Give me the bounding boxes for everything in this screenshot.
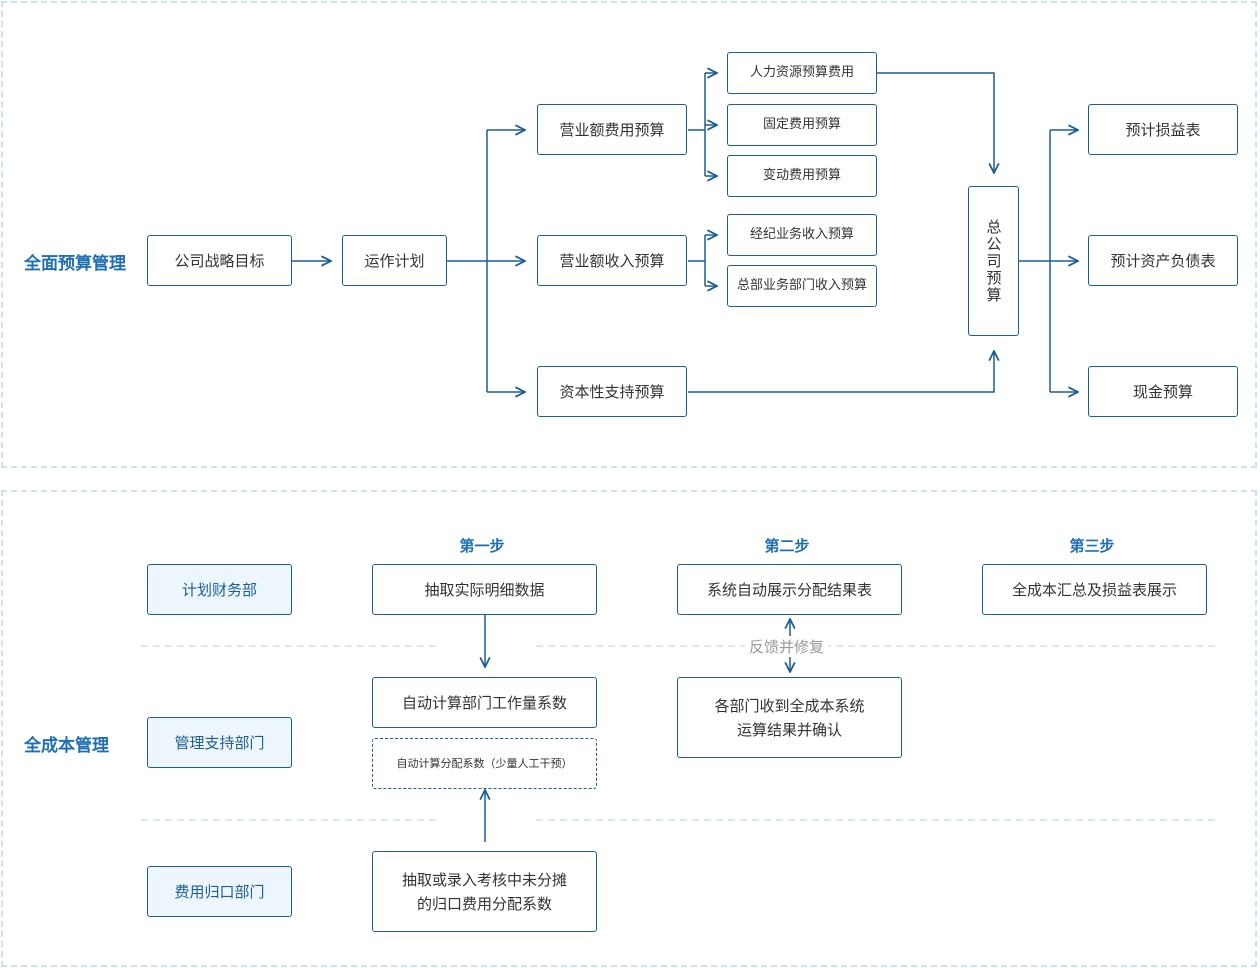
brokerage-budget-box: 经纪业务收入预算 — [727, 214, 877, 256]
extract-coef-box: 抽取或录入考核中未分摊 的归口费用分配系数 — [372, 851, 597, 932]
step-3-label: 第三步 — [1069, 537, 1115, 555]
auto-workload-box: 自动计算部门工作量系数 — [372, 677, 597, 728]
dept-expense-box: 费用归口部门 — [147, 866, 292, 917]
dept-support-box: 管理支持部门 — [147, 717, 292, 768]
variable-budget-box: 变动费用预算 — [727, 155, 877, 197]
step-2-label: 第二步 — [764, 537, 810, 555]
cost-panel — [1, 490, 1257, 967]
step-1-label: 第一步 — [459, 537, 505, 555]
capital-budget-box: 资本性支持预算 — [537, 366, 687, 417]
feedback-label: 反馈并修复 — [745, 636, 829, 657]
cost-section-title: 全成本管理 — [24, 736, 109, 756]
hq-budget-box: 总部业务部门收入预算 — [727, 265, 877, 307]
bs-forecast-box: 预计资产负债表 — [1088, 235, 1238, 286]
auto-alloc-box: 自动计算分配系数（少量人工干预） — [372, 738, 597, 789]
budget-panel — [1, 1, 1257, 468]
dept-confirm-box: 各部门收到全成本系统 运算结果并确认 — [677, 677, 902, 758]
dept-finance-box: 计划财务部 — [147, 564, 292, 615]
dept-confirm-line1: 各部门收到全成本系统 — [714, 696, 865, 715]
dept-confirm-line2: 运算结果并确认 — [736, 720, 842, 739]
revenue-income-budget-box: 营业额收入预算 — [537, 235, 687, 286]
fixed-budget-box: 固定费用预算 — [727, 104, 877, 146]
operation-plan-box: 运作计划 — [342, 235, 447, 286]
revenue-expense-budget-box: 营业额费用预算 — [537, 104, 687, 155]
strategy-goal-box: 公司战略目标 — [147, 235, 292, 286]
extract-coef-line2: 的归口费用分配系数 — [416, 894, 552, 913]
pl-forecast-box: 预计损益表 — [1088, 104, 1238, 155]
system-show-box: 系统自动展示分配结果表 — [677, 564, 902, 615]
summary-box: 全成本汇总及损益表展示 — [982, 564, 1207, 615]
hr-budget-box: 人力资源预算费用 — [727, 52, 877, 94]
extract-data-box: 抽取实际明细数据 — [372, 564, 597, 615]
cash-budget-box: 现金预算 — [1088, 366, 1238, 417]
company-budget-box: 总公司预算 — [968, 186, 1019, 336]
extract-coef-line1: 抽取或录入考核中未分摊 — [401, 870, 567, 889]
budget-section-title: 全面预算管理 — [24, 254, 126, 274]
